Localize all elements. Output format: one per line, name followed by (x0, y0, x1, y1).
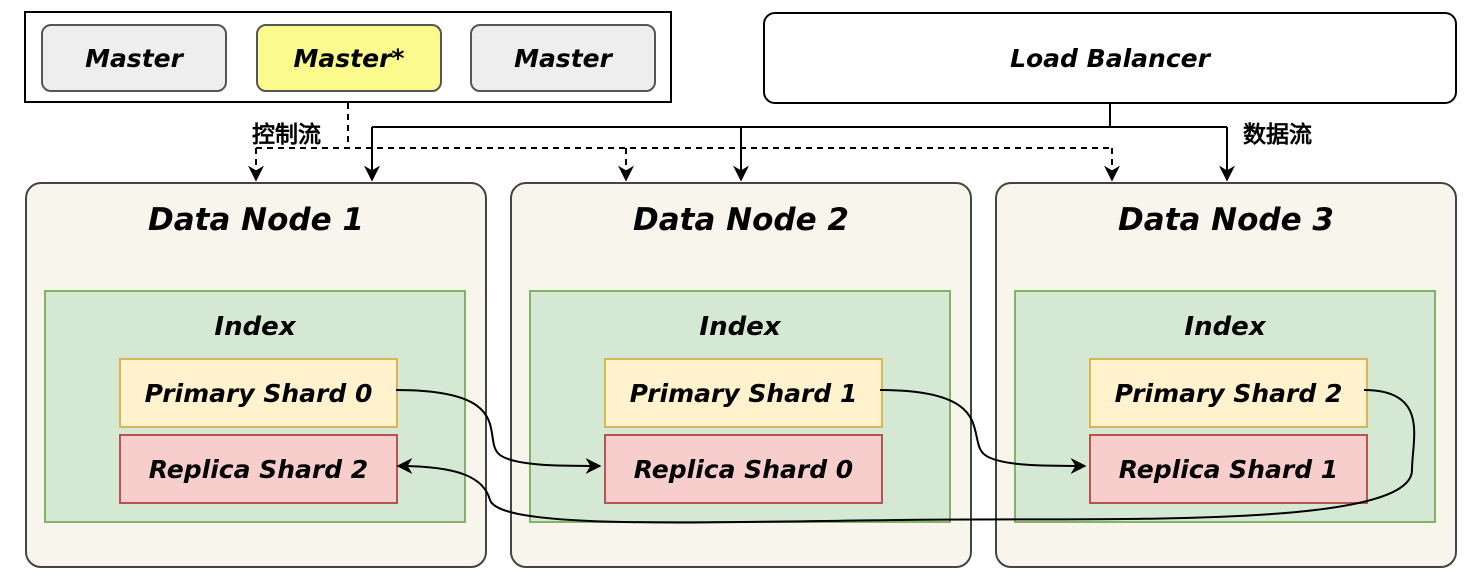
data-flow-label: 数据流 (1243, 122, 1312, 148)
data-node-title: Data Node 3 (1117, 202, 1334, 238)
index-container: Index Primary Shard 2 Replica Shard 1 (1014, 290, 1436, 523)
primary-shard: Primary Shard 1 (604, 358, 883, 428)
master-node-1: Master (41, 24, 227, 92)
index-container: Index Primary Shard 0 Replica Shard 2 (44, 290, 466, 523)
index-container: Index Primary Shard 1 Replica Shard 0 (529, 290, 951, 523)
data-node-1: Data Node 1 Index Primary Shard 0 Replic… (25, 182, 487, 568)
master-node-active: Master* (256, 24, 442, 92)
replication-arrow-shard-1 (879, 389, 1087, 474)
replica-shard: Replica Shard 0 (604, 434, 883, 504)
replica-shard: Replica Shard 1 (1089, 434, 1368, 504)
replication-arrow-shard-2 (396, 389, 1416, 524)
data-node-title: Data Node 2 (632, 202, 849, 238)
primary-shard: Primary Shard 2 (1089, 358, 1368, 428)
data-node-2: Data Node 2 Index Primary Shard 1 Replic… (510, 182, 972, 568)
control-flow-lines (248, 103, 1120, 182)
index-title: Index (699, 312, 781, 342)
replication-arrow-shard-0 (395, 389, 602, 474)
control-flow-label: 控制流 (252, 122, 321, 148)
data-flow-lines (364, 104, 1235, 182)
index-title: Index (1184, 312, 1266, 342)
data-node-3: Data Node 3 Index Primary Shard 2 Replic… (995, 182, 1457, 568)
load-balancer: Load Balancer (763, 12, 1457, 104)
replica-shard: Replica Shard 2 (119, 434, 398, 504)
primary-shard: Primary Shard 0 (119, 358, 398, 428)
index-title: Index (214, 312, 296, 342)
data-node-title: Data Node 1 (147, 202, 364, 238)
master-node-3: Master (470, 24, 656, 92)
replication-lines (395, 389, 1416, 524)
